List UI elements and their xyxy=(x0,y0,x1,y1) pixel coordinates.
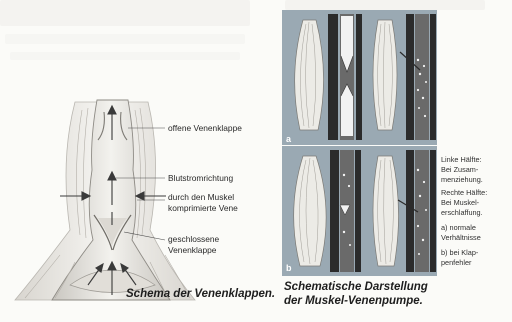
note-right-half-line3: erschlaffung. xyxy=(441,208,483,217)
caption-muscle-pump-line2: der Muskel-Venenpumpe. xyxy=(284,295,423,308)
panel-label-a: a xyxy=(286,134,291,144)
note-right-half-line2: Bei Muskel- xyxy=(441,198,479,207)
note-b-line2: penfehler xyxy=(441,258,471,267)
note-left-half-line2: Bei Zusam- xyxy=(441,165,478,174)
note-right-half-line1: Rechte Hälfte: xyxy=(441,188,487,197)
note-left-half-line1: Linke Hälfte: xyxy=(441,155,482,164)
note-b-line1: b) bei Klap- xyxy=(441,248,478,257)
note-a-line2: Verhältnisse xyxy=(441,233,481,242)
panel-label-b: b xyxy=(286,263,292,273)
panel-a-left-half xyxy=(295,14,362,140)
note-a-line1: a) normale xyxy=(441,223,476,232)
note-left-half-line3: menziehung. xyxy=(441,175,483,184)
caption-muscle-pump-line1: Schematische Darstellung xyxy=(284,281,428,294)
